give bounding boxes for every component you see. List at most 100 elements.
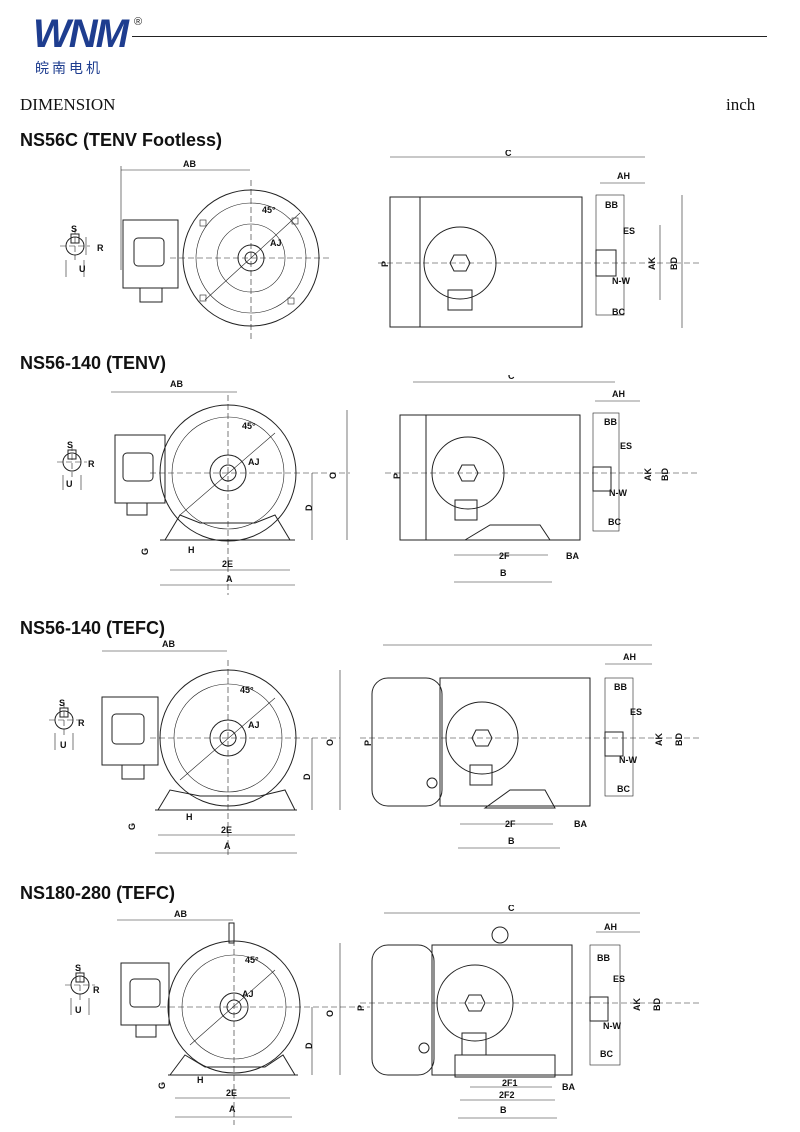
dim-2e: 2E: [222, 559, 233, 569]
dim-aj: AJ: [242, 989, 254, 999]
brand-logo: WNM ® 皖南电机: [15, 8, 142, 77]
dim-bd: BD: [652, 998, 662, 1011]
header-divider: [132, 36, 767, 37]
dim-nw: N-W: [609, 488, 627, 498]
dim-b: B: [500, 568, 507, 578]
dim-d: D: [302, 773, 312, 780]
dim-ah: AH: [623, 652, 636, 662]
dim-bb: BB: [597, 953, 610, 963]
dim-es: ES: [623, 226, 635, 236]
section-title-ns180-280-tefc: NS180-280 (TEFC): [20, 883, 176, 903]
dim-a: A: [226, 574, 233, 584]
dim-45-degree: 45°: [245, 955, 259, 965]
dim-p: P: [363, 740, 373, 746]
dim-2f2: 2F2: [499, 1090, 515, 1100]
section-title-ns56-140-tefc: NS56-140 (TEFC): [20, 618, 166, 638]
dim-aj: AJ: [270, 238, 282, 248]
dim-ak: AK: [643, 468, 653, 481]
dim-p: P: [392, 473, 402, 479]
dim-45-degree: 45°: [242, 421, 256, 431]
dim-ab: AB: [170, 379, 183, 389]
dim-c: C: [508, 905, 515, 913]
dim-a: A: [224, 841, 231, 851]
side-view: C AH BB ES N-W BC P AK BD: [378, 150, 700, 328]
dim-ak: AK: [647, 257, 657, 270]
dim-c: C: [516, 640, 523, 641]
dim-es: ES: [613, 974, 625, 984]
dim-bd: BD: [674, 733, 684, 746]
dim-aj: AJ: [248, 457, 260, 467]
dim-ah: AH: [604, 922, 617, 932]
dim-d: D: [304, 1042, 314, 1049]
dim-bc: BC: [617, 784, 630, 794]
drawing-ns56-140-tenv: S U R AB 45° AJ O D G H 2E A C AH: [57, 375, 700, 595]
dim-2e: 2E: [221, 825, 232, 835]
section-title-ns56-140-tenv: NS56-140 (TENV): [20, 353, 167, 373]
dim-ak: AK: [632, 998, 642, 1011]
dim-r: R: [78, 718, 85, 728]
front-view: AB 45° AJ O D G H 2E A: [101, 640, 341, 855]
dim-bd: BD: [660, 468, 670, 481]
logo-text: WNM: [33, 12, 129, 56]
dim-bb: BB: [614, 682, 627, 692]
dim-ab: AB: [183, 159, 196, 169]
key-detail: S U R: [65, 963, 100, 1015]
front-view: AB 45° AJ O D G H 2E A: [117, 909, 370, 1125]
dim-ab: AB: [174, 909, 187, 919]
side-view: C AH BB ES N-W BC P AK BD 2F BA B: [360, 640, 700, 849]
dim-ab: AB: [162, 640, 175, 649]
logo-chinese-name: 皖南电机: [35, 61, 103, 77]
dim-s: S: [71, 224, 77, 234]
dim-ah: AH: [617, 171, 630, 181]
dim-nw: N-W: [612, 276, 630, 286]
dim-o: O: [325, 739, 335, 746]
dim-ah: AH: [612, 389, 625, 399]
dim-es: ES: [620, 441, 632, 451]
dim-d: D: [304, 504, 314, 511]
dim-o: O: [328, 472, 338, 479]
dim-c: C: [508, 375, 515, 381]
dim-s: S: [75, 963, 81, 973]
dim-45-degree: 45°: [240, 685, 254, 695]
dim-r: R: [88, 459, 95, 469]
dim-r: R: [97, 243, 104, 253]
dim-bc: BC: [608, 517, 621, 527]
dim-bc: BC: [612, 307, 625, 317]
front-view: AB 45° AJ O D G H 2E A: [111, 379, 350, 595]
dim-h: H: [186, 812, 193, 822]
document-heading: DIMENSION: [20, 95, 116, 114]
dim-aj: AJ: [248, 720, 260, 730]
dim-ba: BA: [566, 551, 579, 561]
drawing-ns180-280-tefc: S U R AB 45° AJ O D G H 2E A C: [65, 905, 700, 1125]
front-view: AB 45° AJ: [120, 159, 330, 340]
dim-u: U: [79, 264, 86, 274]
drawing-ns56c: S U R AB 45° AJ C AH: [60, 150, 700, 340]
dim-u: U: [66, 479, 73, 489]
dim-p: P: [380, 261, 390, 267]
dim-ba: BA: [562, 1082, 575, 1092]
side-view: C AH BB ES N-W BC P AK BD 2F BA B: [385, 375, 700, 583]
dim-b: B: [508, 836, 515, 846]
dim-p: P: [356, 1005, 366, 1011]
dim-r: R: [93, 985, 100, 995]
dim-b: B: [500, 1105, 507, 1115]
drawing-ns56-140-tefc: S U R AB 45° AJ O D G H 2E A C AH: [49, 640, 700, 855]
dim-bb: BB: [604, 417, 617, 427]
dim-g: G: [140, 548, 150, 555]
dim-2f: 2F: [499, 551, 510, 561]
dim-h: H: [188, 545, 195, 555]
dim-ak: AK: [654, 733, 664, 746]
dim-g: G: [157, 1082, 167, 1089]
key-detail: S U R: [57, 440, 95, 490]
dim-bc: BC: [600, 1049, 613, 1059]
section-title-ns56c: NS56C (TENV Footless): [20, 130, 223, 150]
dim-s: S: [67, 440, 73, 450]
side-view: C AH BB ES N-W BC P AK BD 2F1 2F2 BA B: [356, 905, 700, 1119]
dim-2f1: 2F1: [502, 1078, 518, 1088]
dim-s: S: [59, 698, 65, 708]
dim-2e: 2E: [226, 1088, 237, 1098]
dim-u: U: [60, 740, 67, 750]
dim-h: H: [197, 1075, 204, 1085]
dim-ba: BA: [574, 819, 587, 829]
registered-mark: ®: [134, 16, 143, 28]
